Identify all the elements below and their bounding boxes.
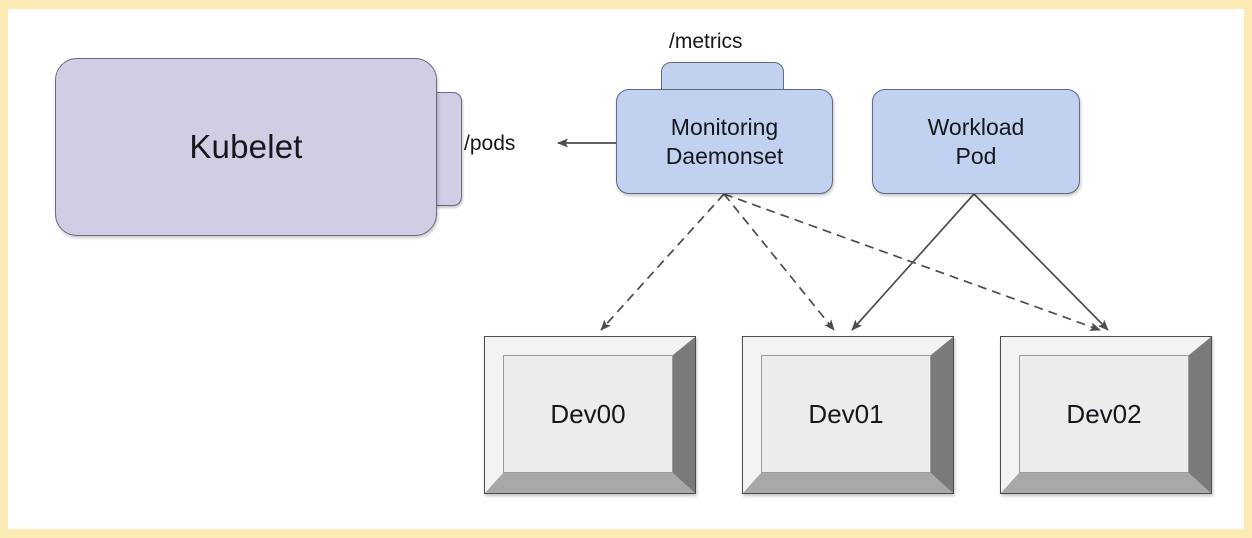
node-kubelet-label: Kubelet (189, 128, 303, 165)
edge-label-metrics: /metrics (669, 30, 743, 53)
node-device-dev01[interactable]: Dev01 (742, 336, 954, 494)
node-device-label: Dev01 (808, 398, 884, 429)
page-frame-top (0, 0, 1252, 9)
node-workload-label-line2: Pod (955, 142, 997, 169)
node-device-dev00[interactable]: Dev00 (484, 336, 696, 494)
device-screen: Dev01 (761, 355, 931, 473)
node-device-dev02[interactable]: Dev02 (1000, 336, 1212, 494)
page-frame-right (1244, 0, 1252, 538)
device-screen: Dev02 (1019, 355, 1189, 473)
page-frame-bottom (0, 529, 1252, 538)
node-kubelet[interactable]: Kubelet (55, 58, 437, 236)
node-device-label: Dev00 (550, 398, 626, 429)
edge-label-pods: /pods (464, 132, 516, 155)
node-daemonset-label-line2: Daemonset (665, 142, 784, 169)
node-workload-pod[interactable]: Workload Pod (872, 89, 1080, 194)
node-daemonset-label-line1: Monitoring (670, 113, 779, 140)
page-frame-left (0, 0, 8, 538)
node-workload-label-line1: Workload (927, 113, 1025, 140)
node-device-label: Dev02 (1066, 398, 1142, 429)
device-screen: Dev00 (503, 355, 673, 473)
node-monitoring-daemonset[interactable]: Monitoring Daemonset (616, 89, 833, 194)
